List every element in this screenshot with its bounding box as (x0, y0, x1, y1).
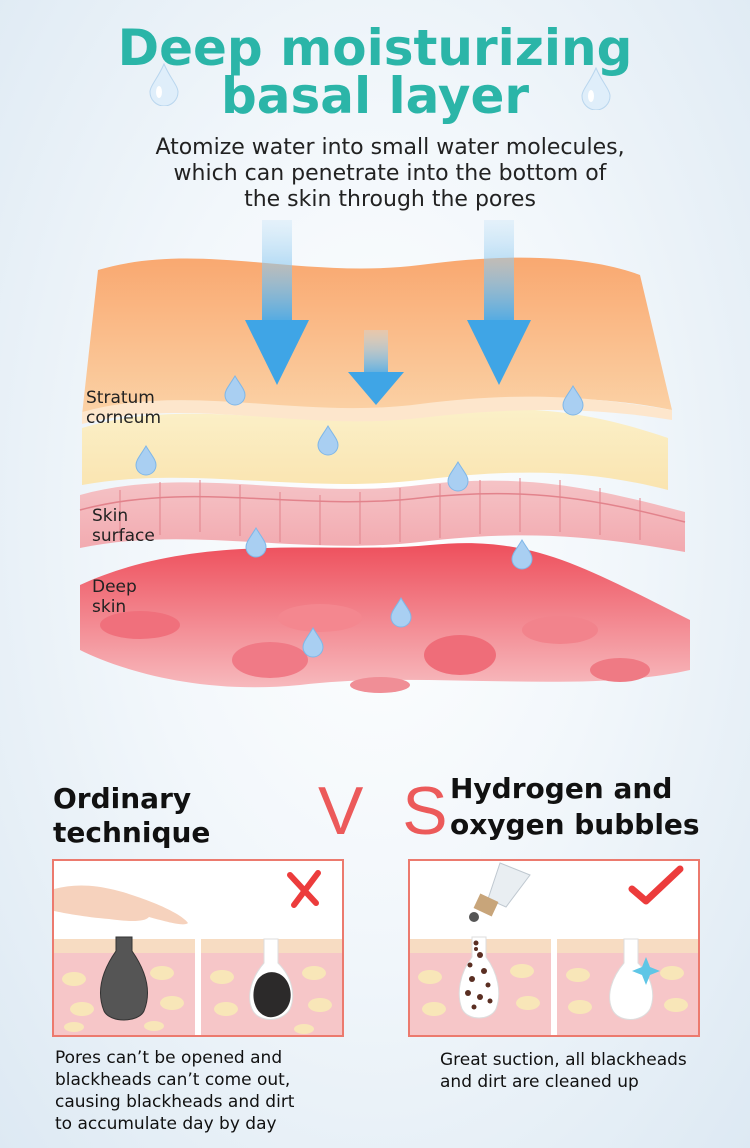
ordinary-technique-illustration (54, 861, 342, 1035)
checkmark-icon (628, 865, 684, 905)
skin-surface-layer (79, 478, 686, 552)
device-nozzle-icon (469, 862, 531, 922)
hand-icon (54, 885, 188, 925)
right-caption-line2: and dirt are cleaned up (440, 1072, 639, 1092)
label-surface-line1: Skin (92, 506, 129, 526)
label-stratum-line1: Stratum (86, 388, 155, 408)
left-heading-line1: Ordinary (53, 782, 192, 815)
water-drop-icon (581, 66, 611, 110)
sparkle-icon (632, 957, 660, 985)
cream-layer (82, 408, 668, 490)
left-caption-line4: to accumulate day by day (55, 1114, 277, 1134)
skin-layers-illustration (79, 220, 690, 693)
right-heading-line2: oxygen bubbles (450, 808, 700, 841)
x-mark-icon (287, 870, 321, 908)
left-caption-line3: causing blackheads and dirt (55, 1092, 295, 1112)
water-drop-icon (149, 62, 179, 106)
subtitle-line1: Atomize water into small water molecules… (155, 135, 625, 160)
label-deep-line2: skin (92, 597, 127, 617)
page-title-line2: basal layer (220, 67, 530, 125)
label-stratum-line2: corneum (86, 408, 162, 428)
water-droplets (135, 375, 584, 658)
label-deep-line1: Deep (92, 577, 137, 597)
deep-skin-layer (80, 543, 690, 693)
subtitle-line3: the skin through the pores (244, 187, 536, 212)
page-title-line1: Deep moisturizing (117, 19, 633, 77)
vs-text: V S (318, 773, 458, 849)
hydrogen-bubbles-illustration (410, 861, 698, 1035)
left-caption-line2: blackheads can’t come out, (55, 1070, 291, 1090)
left-caption-line1: Pores can’t be opened and (55, 1048, 283, 1068)
water-arrow-left (245, 220, 309, 385)
label-surface-line2: surface (92, 526, 155, 546)
water-arrow-middle (348, 330, 404, 405)
right-heading-line1: Hydrogen and (450, 772, 673, 805)
right-caption-line1: Great suction, all blackheads (440, 1050, 687, 1070)
ordinary-technique-panel (52, 859, 344, 1037)
water-arrow-right (467, 220, 531, 385)
subtitle-line2: which can penetrate into the bottom of (173, 161, 607, 186)
left-heading-line2: technique (53, 816, 211, 849)
hydrogen-bubbles-panel (408, 859, 700, 1037)
